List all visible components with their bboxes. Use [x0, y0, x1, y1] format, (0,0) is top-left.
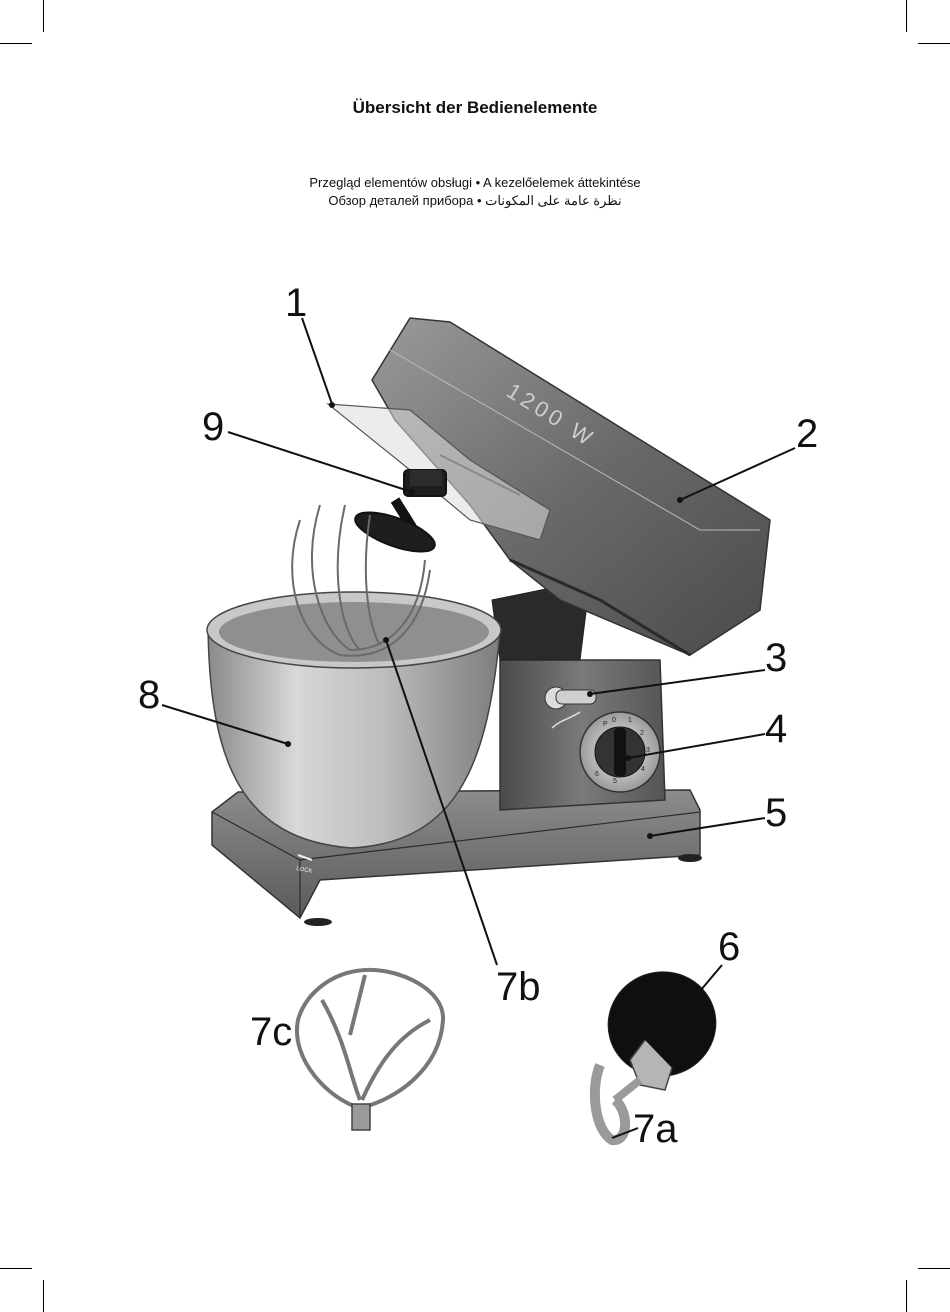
callout-1: 1	[285, 281, 307, 325]
callout-7a: 7a	[633, 1107, 678, 1151]
accessory-drive	[410, 470, 442, 486]
dial-mark-2: 2	[640, 730, 644, 737]
dial-mark-4: 4	[641, 766, 645, 773]
callout-7b: 7b	[496, 965, 541, 1009]
callout-7c: 7c	[250, 1010, 292, 1054]
dial-mark-1: 1	[628, 717, 632, 724]
callout-3: 3	[765, 636, 787, 680]
dial-mark-3: 3	[646, 747, 650, 754]
callout-9: 9	[202, 405, 224, 449]
callout-5: 5	[765, 791, 787, 835]
callout-4: 4	[765, 707, 787, 751]
dial-mark-0: 0	[612, 717, 616, 724]
flat-beater	[297, 970, 443, 1130]
dial-mark-6: 6	[595, 771, 599, 778]
speed-dial: P 0 1 2 3 4 5 6	[580, 712, 660, 792]
dial-mark-p: P	[603, 721, 608, 728]
callout-6: 6	[718, 925, 740, 969]
dial-mark-5: 5	[613, 778, 617, 785]
callout-2: 2	[796, 412, 818, 456]
callout-8: 8	[138, 673, 160, 717]
